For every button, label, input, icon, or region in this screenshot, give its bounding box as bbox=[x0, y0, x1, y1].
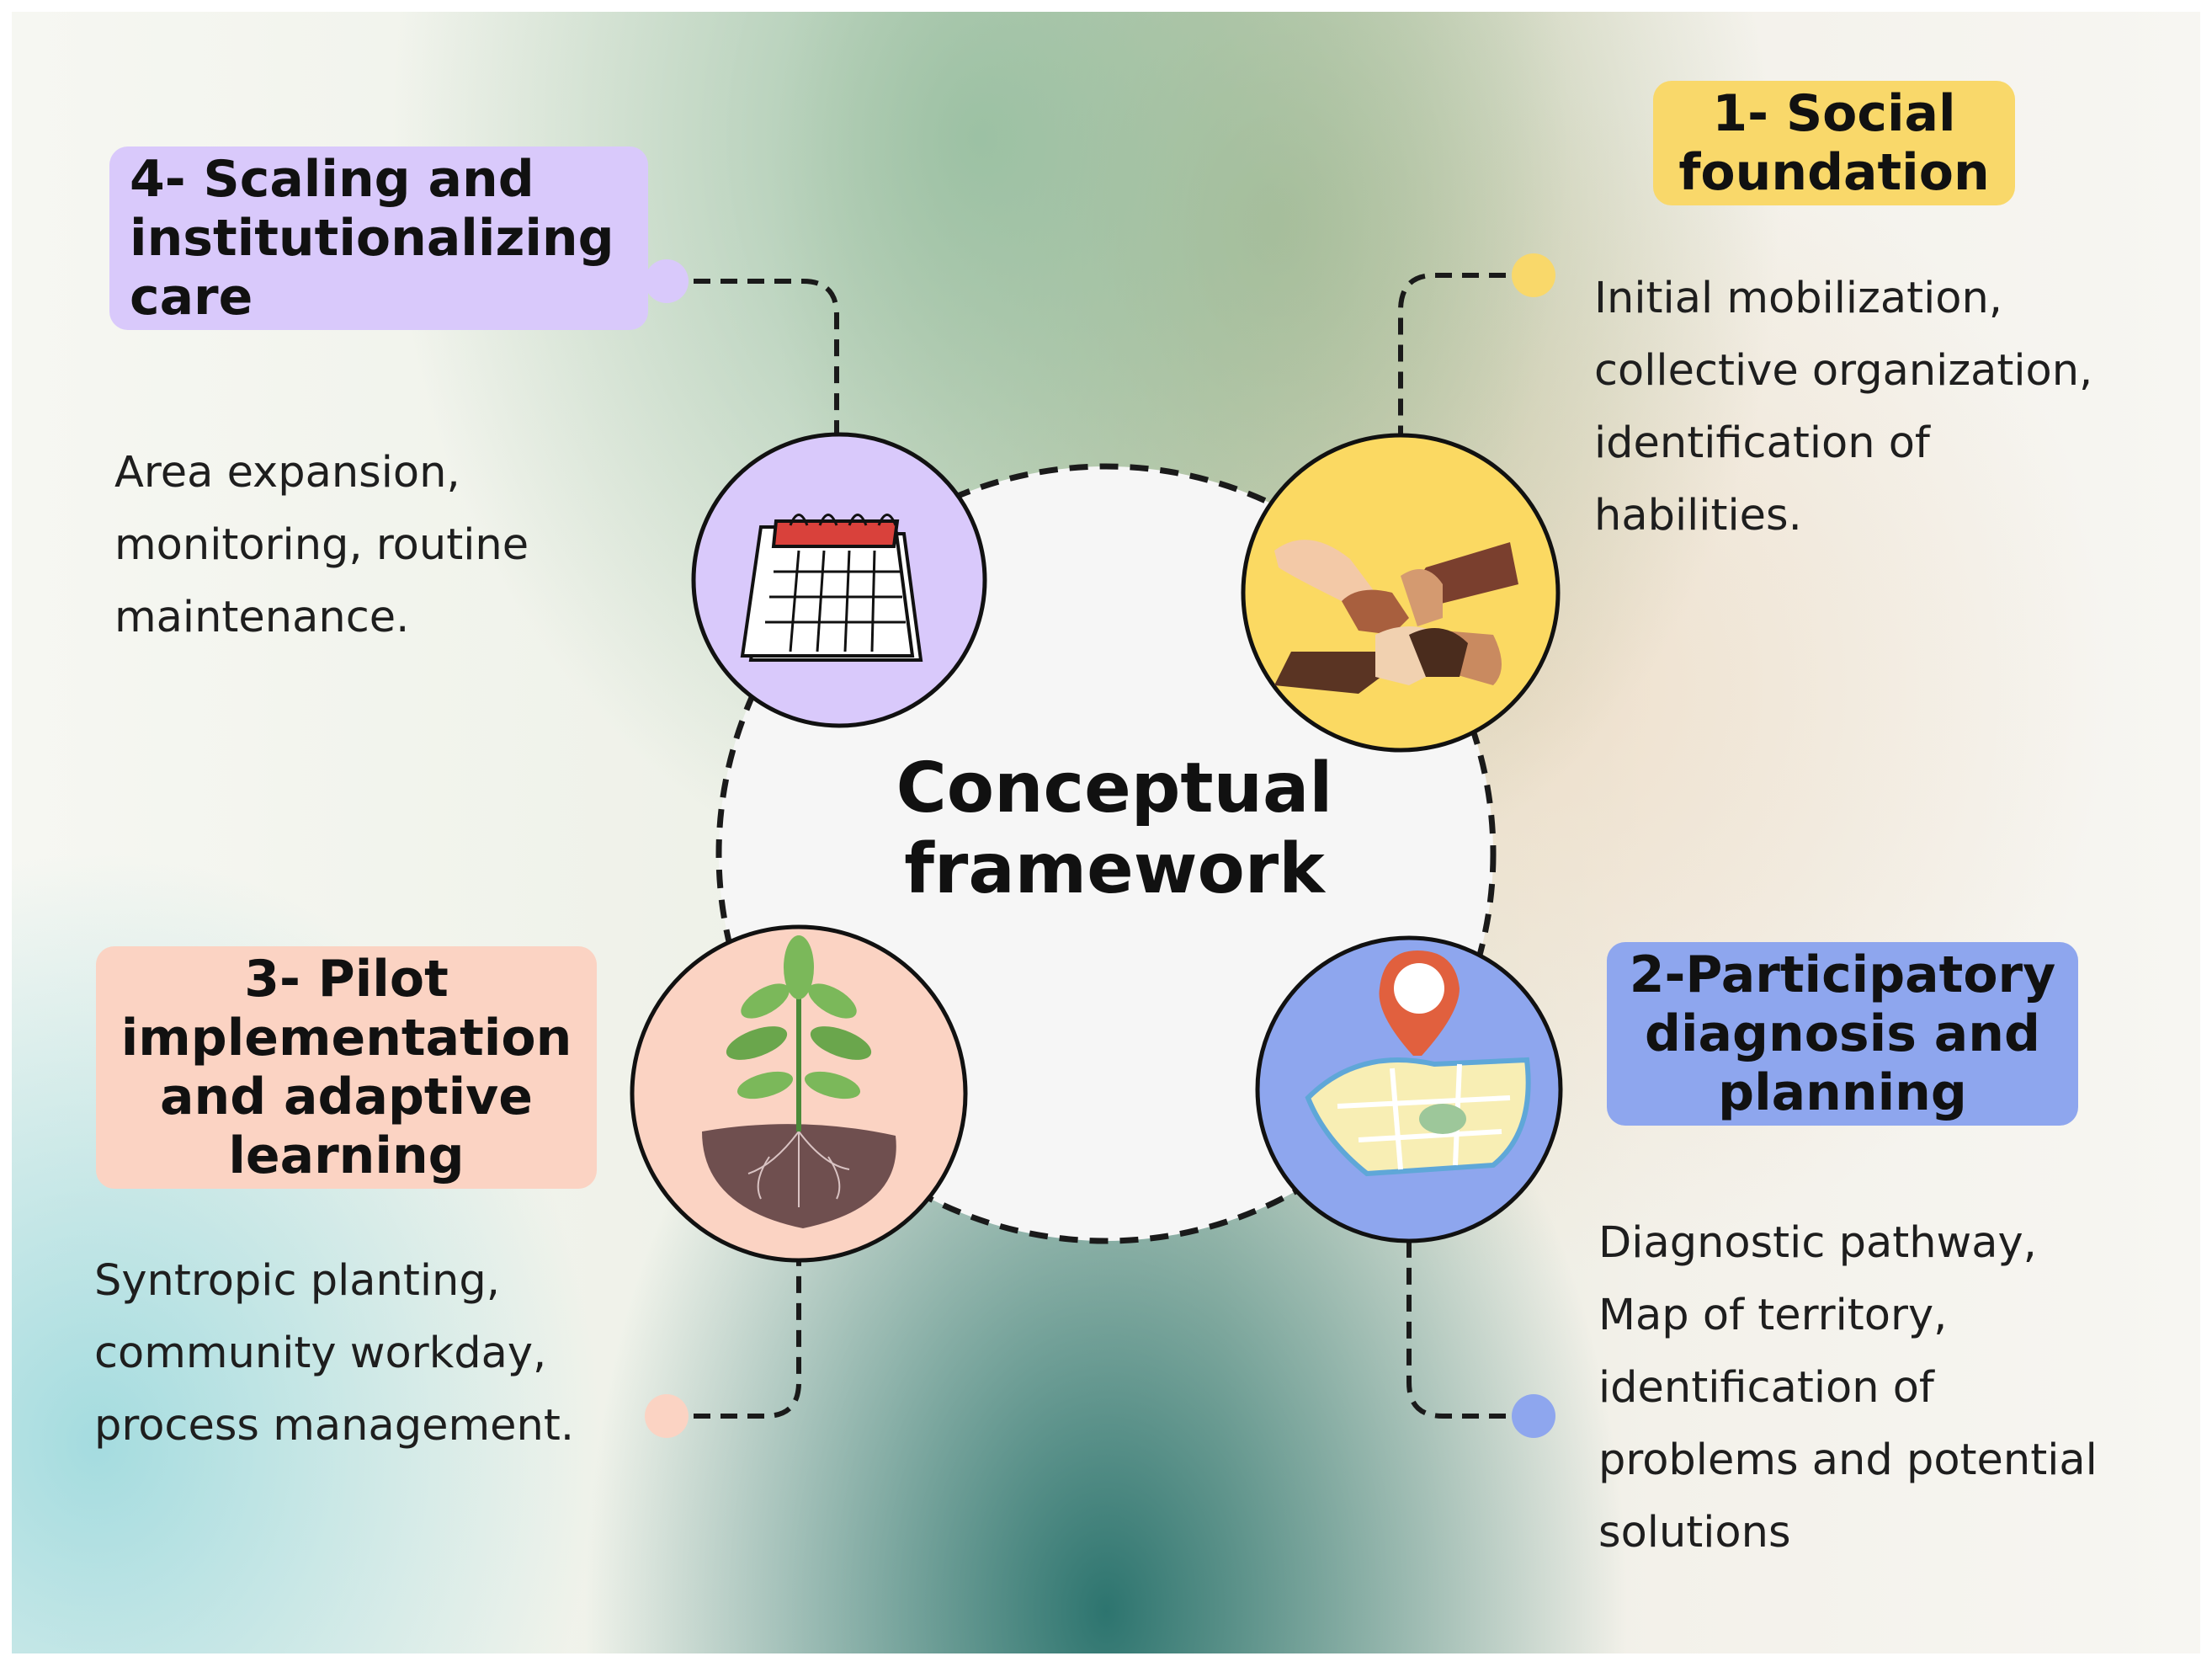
stage-2-description: Diagnostic pathway, Map of territory, id… bbox=[1598, 1218, 2098, 1558]
calendar-icon bbox=[740, 514, 923, 662]
stage-3-description: Syntropic planting, community workday, p… bbox=[94, 1256, 575, 1451]
plant-roots-icon bbox=[702, 935, 896, 1228]
stage-4-dot bbox=[645, 259, 689, 303]
stage-3-icon-circle bbox=[630, 924, 968, 1263]
stage-1-description: Initial mobilization, collective organiz… bbox=[1594, 274, 2093, 540]
stage-4-label: 4- Scaling and institutionalizing care bbox=[109, 146, 648, 330]
center-title: Conceptual framework bbox=[896, 748, 1333, 909]
stage-2-dot bbox=[1512, 1394, 1555, 1438]
stage-2-icon-circle bbox=[1255, 935, 1563, 1243]
diagram-canvas: Conceptual framework 1- Social foundatio… bbox=[12, 12, 2200, 1653]
stage-4-icon-circle bbox=[691, 432, 987, 728]
connector-stage-3 bbox=[694, 1241, 801, 1419]
map-pin-icon bbox=[1305, 950, 1531, 1177]
joined-hands-icon bbox=[1274, 540, 1518, 694]
stage-4-description: Area expansion, monitoring, routine main… bbox=[114, 448, 529, 642]
connector-stage-2 bbox=[1406, 1233, 1506, 1419]
stage-1-icon-circle bbox=[1241, 433, 1561, 753]
stage-1-dot bbox=[1512, 253, 1555, 297]
stage-1-label: 1- Social foundation bbox=[1653, 81, 2015, 205]
stage-3-label: 3- Pilot implementation and adaptive lea… bbox=[96, 946, 597, 1189]
stage-2-label: 2-Participatory diagnosis and planning bbox=[1607, 942, 2078, 1126]
stage-3-dot bbox=[645, 1394, 689, 1438]
connector-stage-1 bbox=[1398, 273, 1506, 441]
diagram-graphics bbox=[630, 253, 1563, 1438]
connector-stage-4 bbox=[694, 279, 839, 437]
